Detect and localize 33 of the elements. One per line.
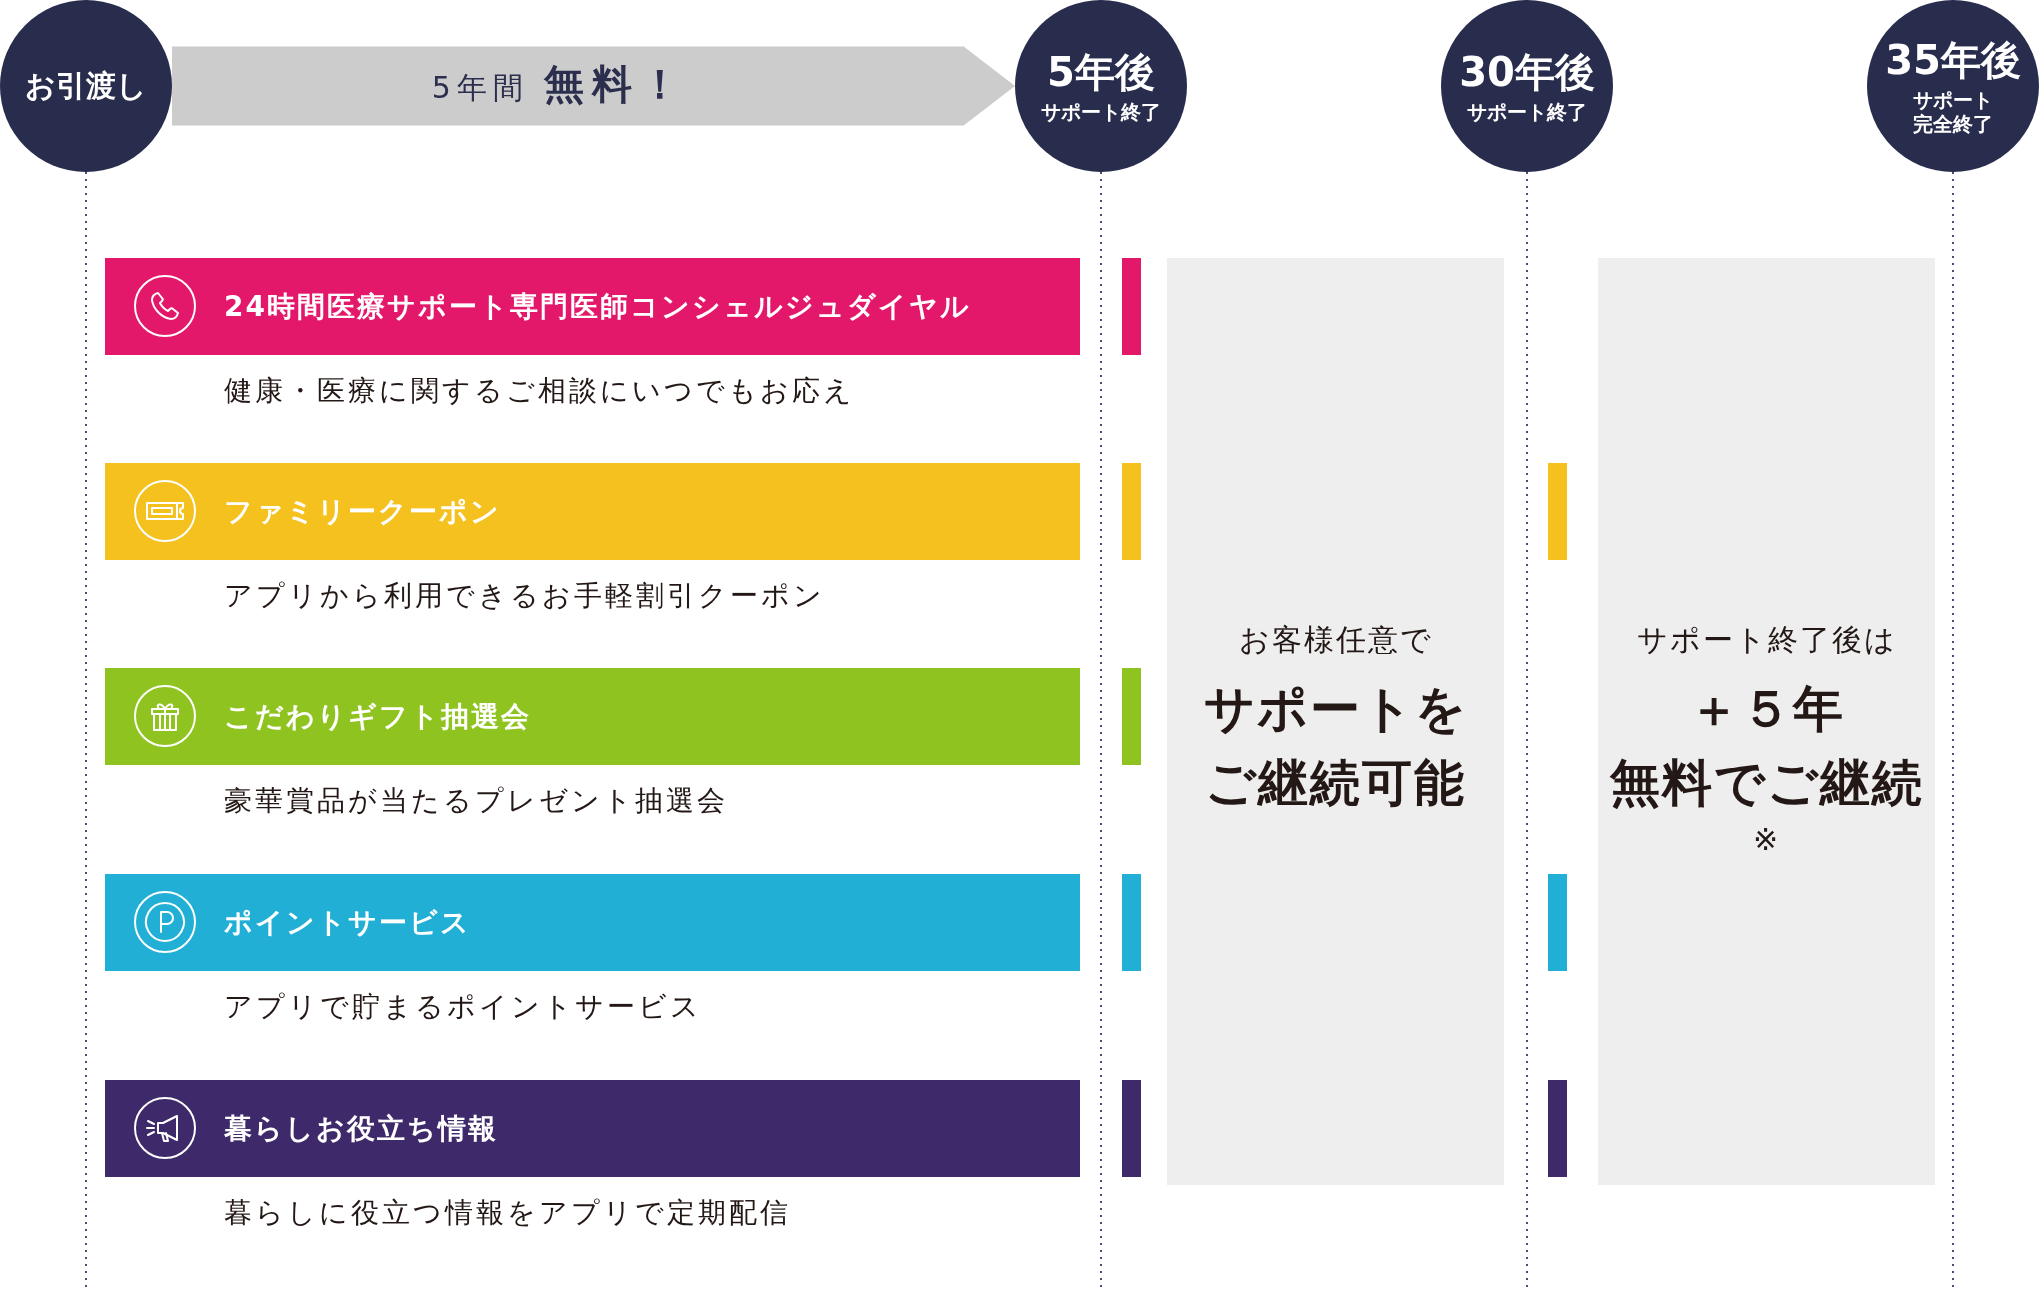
panel-headline: サポートをご継続可能 <box>1202 679 1469 814</box>
service-title: 暮らしお役立ち情報 <box>224 1110 498 1147</box>
milestone-title: お引渡し <box>25 68 147 104</box>
milestone-title: 35年後 <box>1885 36 2021 84</box>
service-marker <box>1548 463 1567 560</box>
service-title: ファミリークーポン <box>224 493 501 530</box>
panel-lead: お客様任意で <box>1238 621 1433 659</box>
service-marker <box>1548 874 1567 971</box>
service-marker <box>1122 668 1141 765</box>
panel-headline: ＋５年 <box>1688 679 1845 740</box>
milestone-caption: サポート終了 <box>1041 100 1161 124</box>
service-marker <box>1122 874 1141 971</box>
milestone-title: 30年後 <box>1459 48 1595 96</box>
service-marker <box>1122 463 1141 560</box>
milestone-caption: サポート完全終了 <box>1912 88 1994 136</box>
service-description: 豪華賞品が当たるプレゼント抽選会 <box>224 783 728 819</box>
service-description: 暮らしに役立つ情報をアプリで定期配信 <box>224 1195 791 1231</box>
arrow <box>172 46 1015 126</box>
edge-label: 5年間 無料！ <box>431 60 689 109</box>
milestone-caption: サポート終了 <box>1467 100 1587 124</box>
service-description: アプリで貯まるポイントサービス <box>224 989 702 1025</box>
service-marker <box>1122 1080 1141 1177</box>
service-description: アプリから利用できるお手軽割引クーポン <box>224 578 825 614</box>
service-title: こだわりギフト抽選会 <box>224 698 531 735</box>
service-title: 24時間医療サポート専門医師コンシェルジュダイヤル <box>224 288 971 325</box>
panel-headline: 無料でご継続 <box>1609 753 1924 814</box>
service-title: ポイントサービス <box>224 904 471 941</box>
service-marker <box>1548 1080 1567 1177</box>
service-description: 健康・医療に関するご相談にいつでもお応え <box>224 373 855 409</box>
milestone-title: 5年後 <box>1047 48 1155 96</box>
panel-lead: サポート終了後は <box>1636 621 1897 659</box>
note-mark: ※ <box>1752 821 1781 859</box>
service-marker <box>1122 258 1141 355</box>
